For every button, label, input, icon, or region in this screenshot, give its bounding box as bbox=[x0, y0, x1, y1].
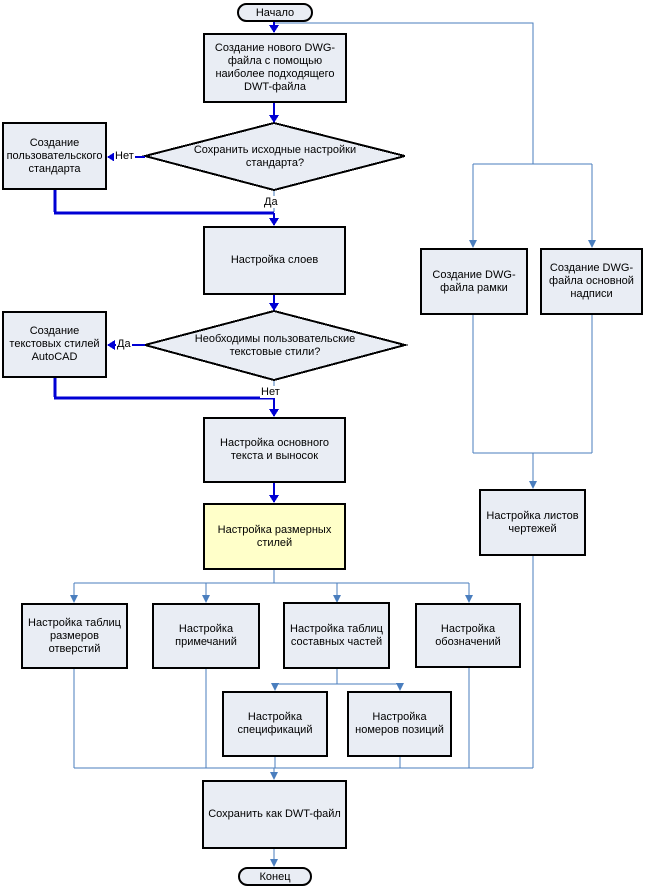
create-dwg-node: Создание нового DWG-файла с помощью наиб… bbox=[203, 33, 347, 103]
main-text-node: Настройка основного текста и выносок bbox=[203, 417, 346, 483]
start-label: Начало bbox=[255, 6, 295, 19]
end-terminator: Конец bbox=[238, 867, 312, 886]
custom-text-styles-decision-shape bbox=[141, 309, 409, 382]
label-no-custom-text-styles: Нет bbox=[260, 386, 281, 398]
specifications-node: Настройка спецификаций bbox=[222, 691, 328, 757]
keep-standard-decision: Сохранить исходные настройки стандарта? bbox=[193, 143, 357, 169]
frame-dwg-node: Создание DWG-файла рамки bbox=[420, 248, 528, 315]
title-block-dwg-node: Создание DWG-файла основной надписи bbox=[540, 248, 643, 315]
sheet-setup-node: Настройка листов чертежей bbox=[479, 489, 586, 556]
label-no-keep-standard: Нет bbox=[114, 150, 135, 162]
main-flow-arrowheads bbox=[107, 25, 279, 503]
save-dwt-node: Сохранить как DWT-файл bbox=[202, 780, 347, 849]
branch-connectors bbox=[70, 22, 596, 867]
custom-text-styles-decision: Необходимы пользовательские текстовые ст… bbox=[194, 332, 356, 358]
layers-node: Настройка слоев bbox=[203, 226, 346, 295]
item-numbers-node: Настройка номеров позиций bbox=[347, 691, 452, 757]
autocad-text-styles-node: Создание текстовых стилей AutoCAD bbox=[2, 311, 107, 378]
parts-tables-node: Настройка таблиц составных частей bbox=[283, 602, 390, 669]
notes-node: Настройка примечаний bbox=[152, 603, 260, 669]
dimension-styles-node: Настройка размерных стилей bbox=[203, 503, 346, 570]
custom-standard-node: Создание пользовательского стандарта bbox=[2, 122, 107, 190]
branch-arrowheads bbox=[70, 240, 596, 867]
label-yes-keep-standard: Да bbox=[263, 196, 279, 208]
keep-standard-decision-shape bbox=[141, 121, 406, 192]
symbols-node: Настройка обозначений bbox=[415, 603, 521, 668]
end-label: Конец bbox=[259, 870, 291, 883]
hole-tables-node: Настройка таблиц размеров отверстий bbox=[21, 603, 128, 669]
start-terminator: Начало bbox=[237, 3, 313, 22]
label-yes-custom-text-styles: Да bbox=[116, 338, 132, 350]
